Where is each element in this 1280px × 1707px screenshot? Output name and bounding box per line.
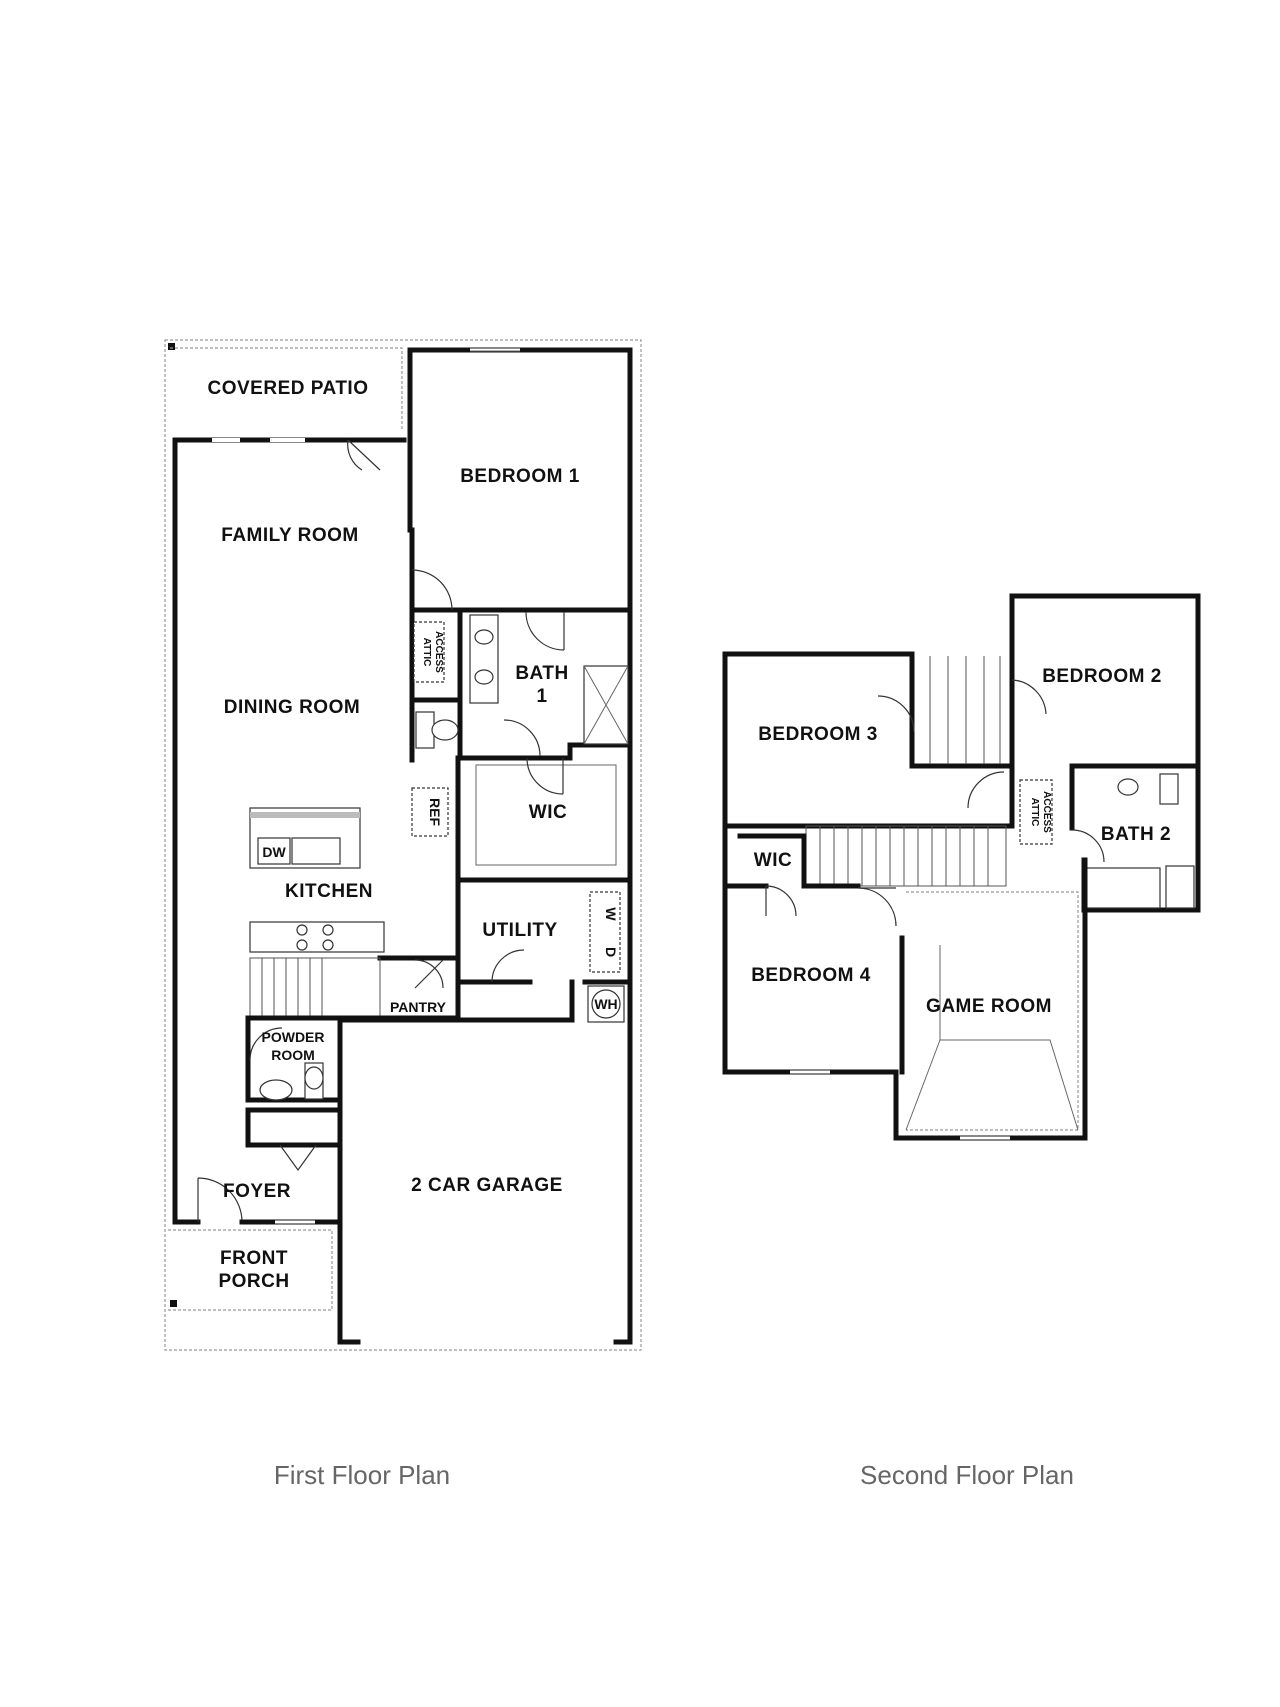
label-bath-1-line2: 1 <box>536 686 547 707</box>
label-wic-2f: WIC <box>754 850 792 871</box>
label-attic-access-2: ACCESS <box>433 631 444 673</box>
label-bath-1-line1: BATH <box>515 663 568 684</box>
label-game-room: GAME ROOM <box>926 996 1052 1017</box>
label-kitchen: KITCHEN <box>285 881 373 902</box>
label-attic-access-1: ATTIC <box>421 638 432 667</box>
label-front-porch-line2: PORCH <box>218 1271 289 1292</box>
label-bedroom-4: BEDROOM 4 <box>751 965 871 986</box>
label-water-heater: WH <box>594 996 617 1012</box>
label-powder-room-line2: ROOM <box>271 1047 315 1063</box>
label-dw: DW <box>262 844 286 860</box>
label-bedroom-2: BEDROOM 2 <box>1042 666 1162 687</box>
label-front-porch-line1: FRONT <box>220 1248 288 1269</box>
label-attic-access-1-2f: ATTIC <box>1029 798 1040 827</box>
label-wic: WIC <box>529 802 567 823</box>
label-dining-room: DINING ROOM <box>224 697 360 718</box>
label-ref: REF <box>427 798 443 826</box>
label-bath-2: BATH 2 <box>1101 824 1171 845</box>
label-foyer: FOYER <box>223 1181 291 1202</box>
first-floor-plan <box>164 339 642 1351</box>
label-dryer: D <box>603 947 619 957</box>
label-bedroom-1: BEDROOM 1 <box>460 466 580 487</box>
label-washer: W <box>603 907 619 921</box>
label-attic-access-2-2f: ACCESS <box>1041 791 1052 833</box>
label-pantry: PANTRY <box>390 999 447 1015</box>
label-covered-patio: COVERED PATIO <box>208 378 369 399</box>
second-floor-plan <box>722 593 1201 1141</box>
label-utility: UTILITY <box>482 920 557 941</box>
caption-first-floor: First Floor Plan <box>274 1460 450 1490</box>
label-bedroom-3: BEDROOM 3 <box>758 724 878 745</box>
label-powder-room-line1: POWDER <box>262 1029 325 1045</box>
label-family-room: FAMILY ROOM <box>221 525 358 546</box>
label-garage: 2 CAR GARAGE <box>411 1175 563 1196</box>
caption-second-floor: Second Floor Plan <box>860 1460 1074 1490</box>
